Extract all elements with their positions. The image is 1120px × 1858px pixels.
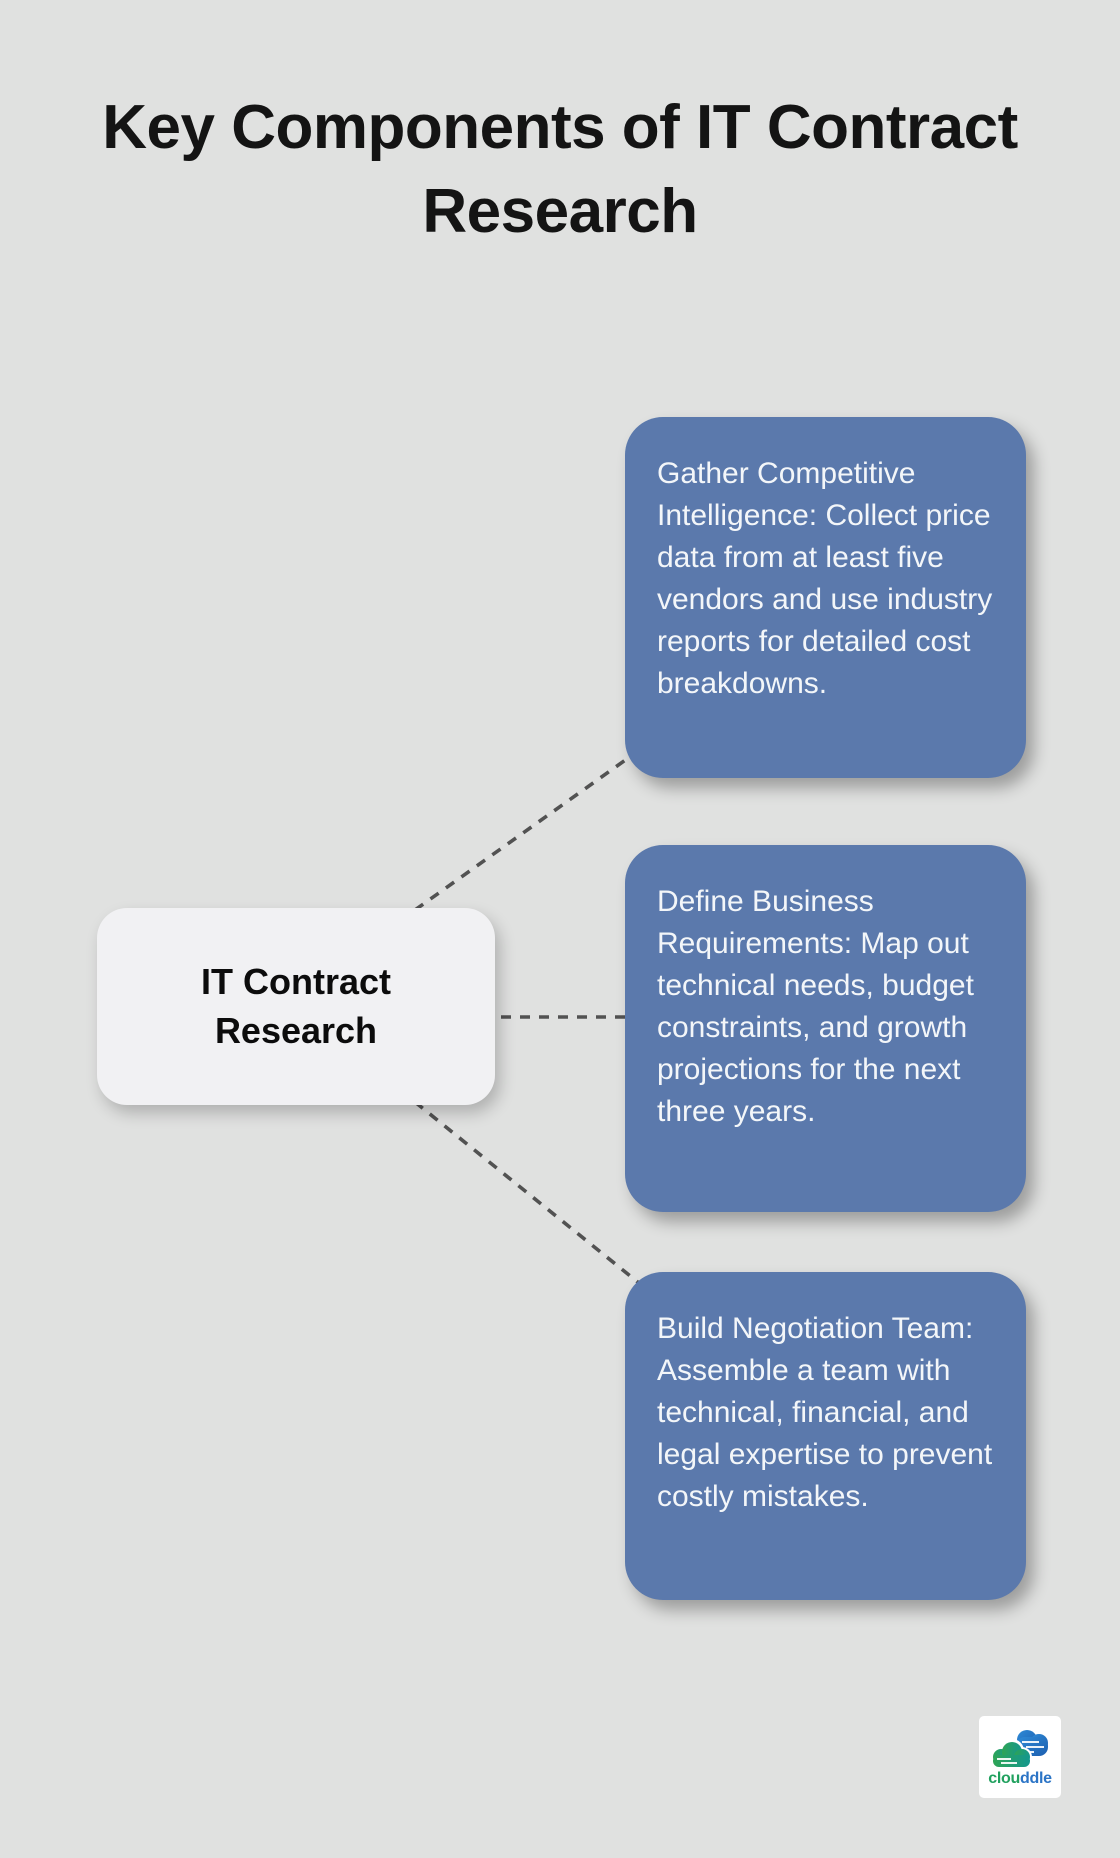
cloud-icon <box>991 1729 1048 1769</box>
connector-top <box>413 744 647 912</box>
branch-node-text: Gather Competitive Intelligence: Collect… <box>657 457 993 700</box>
clouddle-wordmark: clouddle <box>988 1769 1052 1787</box>
clouddle-logo: clouddle <box>979 1716 1061 1798</box>
branch-node-build-negotiation-team: Build Negotiation Team: Assemble a team … <box>625 1272 1026 1600</box>
center-node-label: IT Contract Research <box>200 960 391 1051</box>
branch-node-text: Build Negotiation Team: Assemble a team … <box>657 1312 993 1513</box>
center-node-it-contract-research: IT Contract Research <box>97 908 495 1105</box>
logo-text-secondary: ddle <box>1020 1769 1052 1787</box>
logo-text-primary: clou <box>988 1769 1020 1787</box>
branch-node-gather-competitive-intelligence: Gather Competitive Intelligence: Collect… <box>625 417 1026 778</box>
branch-node-text: Define Business Requirements: Map out te… <box>657 885 974 1128</box>
branch-node-define-business-requirements: Define Business Requirements: Map out te… <box>625 845 1026 1212</box>
page-title: Key Components of IT Contract Research <box>102 93 1018 247</box>
connector-bottom <box>413 1100 652 1294</box>
